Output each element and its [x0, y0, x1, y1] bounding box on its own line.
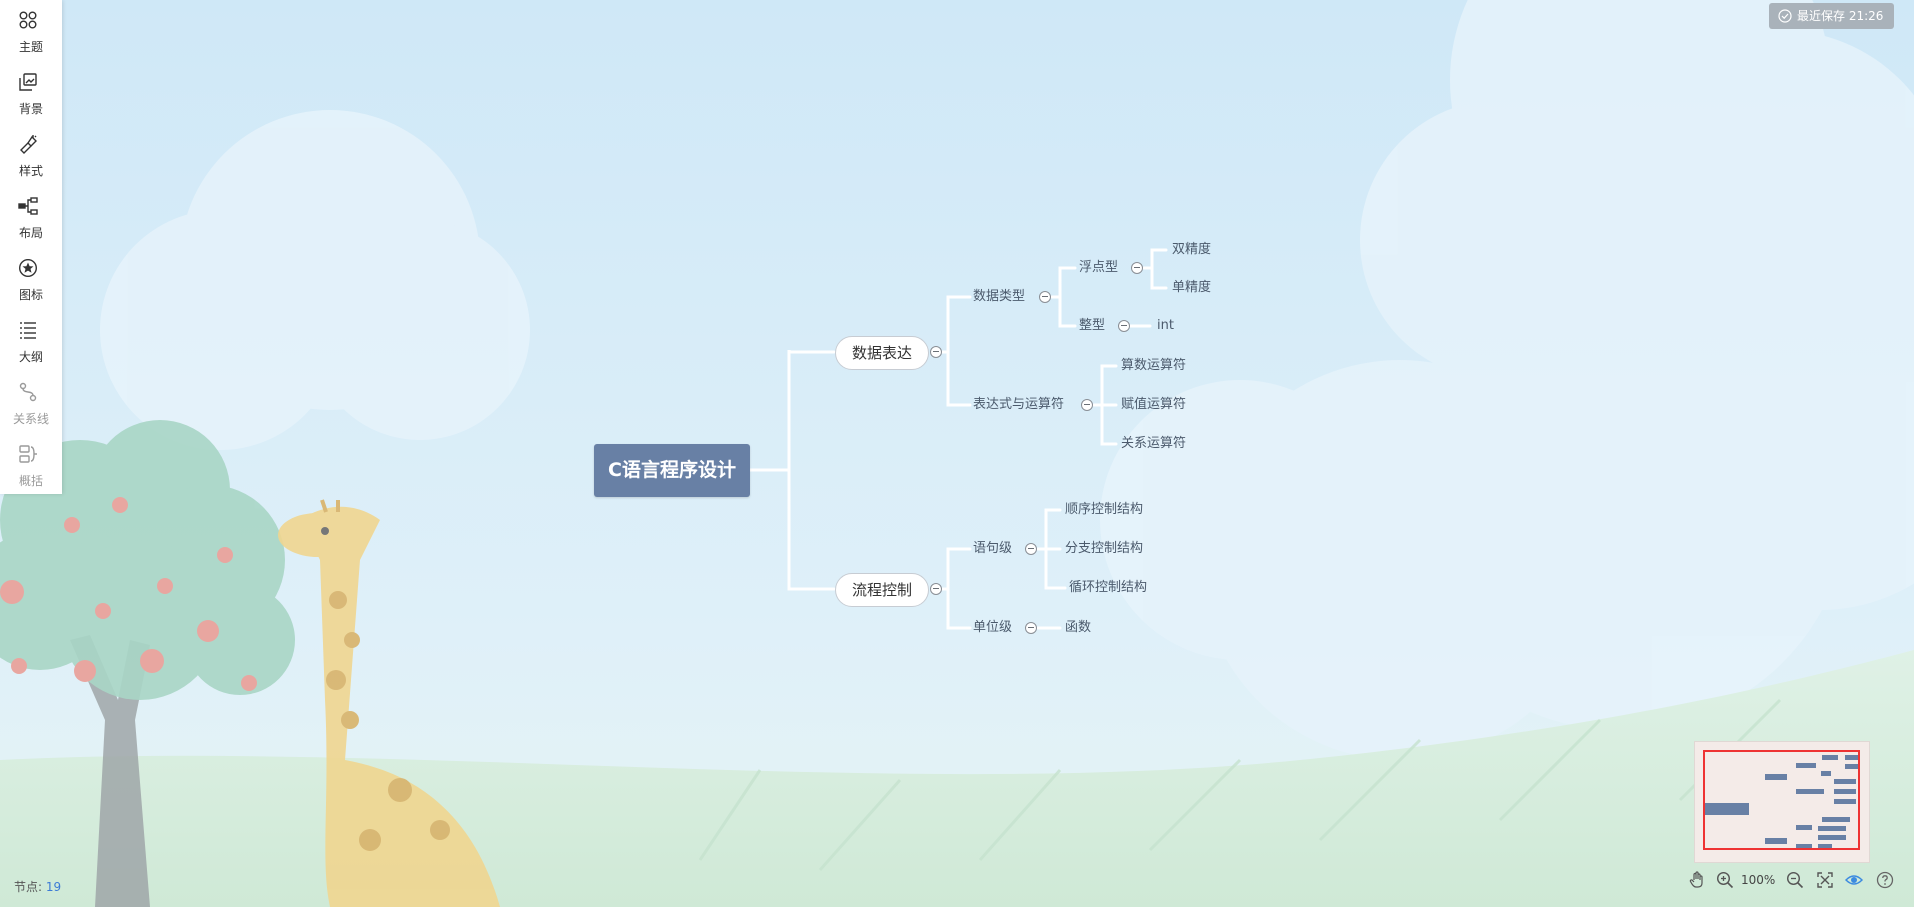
- node-int-type[interactable]: 整型: [1079, 317, 1105, 335]
- collapse-toggle-icon[interactable]: [930, 346, 942, 358]
- help-icon[interactable]: [1876, 871, 1894, 889]
- node-float-type[interactable]: 浮点型: [1079, 259, 1118, 277]
- root-node[interactable]: C语言程序设计: [594, 444, 750, 497]
- node-sequence[interactable]: 顺序控制结构: [1065, 501, 1143, 519]
- toolbar-relation-line[interactable]: 关系线: [0, 374, 62, 430]
- collapse-toggle-icon[interactable]: [1039, 291, 1051, 303]
- node-double[interactable]: 双精度: [1172, 241, 1211, 259]
- node-unit-level[interactable]: 单位级: [973, 619, 1012, 637]
- toolbar-label: 布局: [0, 224, 62, 241]
- node-statement-level[interactable]: 语句级: [973, 540, 1012, 558]
- node-expr-ops[interactable]: 表达式与运算符: [973, 396, 1064, 414]
- toolbar-background[interactable]: 背景: [0, 64, 62, 120]
- toolbar-icons[interactable]: 图标: [0, 250, 62, 306]
- minimap-viewport[interactable]: [1703, 750, 1860, 850]
- toolbar-outline[interactable]: 大纲: [0, 312, 62, 368]
- node-data-types[interactable]: 数据类型: [973, 288, 1025, 306]
- node-relation-ops[interactable]: 关系运算符: [1121, 435, 1186, 453]
- save-status-text: 最近保存 21:26: [1797, 3, 1883, 29]
- toolbar-theme[interactable]: 主题: [0, 2, 62, 58]
- toolbar-label: 大纲: [0, 348, 62, 365]
- node-function[interactable]: 函数: [1065, 619, 1091, 637]
- collapse-toggle-icon[interactable]: [1081, 399, 1093, 411]
- node-single[interactable]: 单精度: [1172, 279, 1211, 297]
- node-flow-control[interactable]: 流程控制: [835, 573, 929, 607]
- node-arith-ops[interactable]: 算数运算符: [1121, 357, 1186, 375]
- brush-icon: [18, 134, 38, 154]
- star-circle-icon: [18, 258, 38, 278]
- hand-drag-icon[interactable]: [1688, 871, 1706, 889]
- outline-list-icon: [18, 320, 38, 340]
- layout-tree-icon: [18, 196, 38, 216]
- minimap[interactable]: [1694, 741, 1870, 863]
- toolbar-label: 概括: [0, 472, 62, 489]
- toolbar-style[interactable]: 样式: [0, 126, 62, 182]
- check-circle-icon: [1778, 9, 1792, 23]
- node-count-label: 节点:: [14, 880, 42, 894]
- collapse-toggle-icon[interactable]: [930, 583, 942, 595]
- summary-icon: [18, 444, 38, 464]
- node-count-value: 19: [46, 880, 61, 894]
- theme-icon: [18, 10, 38, 30]
- relation-line-icon: [18, 382, 38, 402]
- node-assign-ops[interactable]: 赋值运算符: [1121, 396, 1186, 414]
- zoom-in-icon[interactable]: [1716, 871, 1734, 889]
- node-data-expression[interactable]: 数据表达: [835, 336, 929, 370]
- collapse-toggle-icon[interactable]: [1025, 622, 1037, 634]
- collapse-toggle-icon[interactable]: [1118, 320, 1130, 332]
- toolbar-label: 背景: [0, 100, 62, 117]
- node-loop[interactable]: 循环控制结构: [1069, 579, 1147, 597]
- save-status-badge: 最近保存 21:26: [1769, 3, 1894, 29]
- node-selection[interactable]: 分支控制结构: [1065, 540, 1143, 558]
- collapse-toggle-icon[interactable]: [1025, 543, 1037, 555]
- collapse-toggle-icon[interactable]: [1131, 262, 1143, 274]
- zoom-out-icon[interactable]: [1786, 871, 1804, 889]
- toolbar-label: 关系线: [0, 410, 62, 427]
- toolbar-layout[interactable]: 布局: [0, 188, 62, 244]
- toolbar-label: 图标: [0, 286, 62, 303]
- zoom-level: 100%: [1741, 873, 1775, 887]
- background-image-icon: [18, 72, 38, 92]
- fit-screen-icon[interactable]: [1816, 871, 1834, 889]
- toolbar-label: 样式: [0, 162, 62, 179]
- preview-eye-icon[interactable]: [1845, 871, 1863, 889]
- left-toolbar: 主题 背景 样式: [0, 0, 62, 494]
- node-int[interactable]: int: [1157, 317, 1174, 335]
- node-count: 节点: 19: [14, 878, 61, 895]
- toolbar-summary[interactable]: 概括: [0, 436, 62, 492]
- toolbar-label: 主题: [0, 38, 62, 55]
